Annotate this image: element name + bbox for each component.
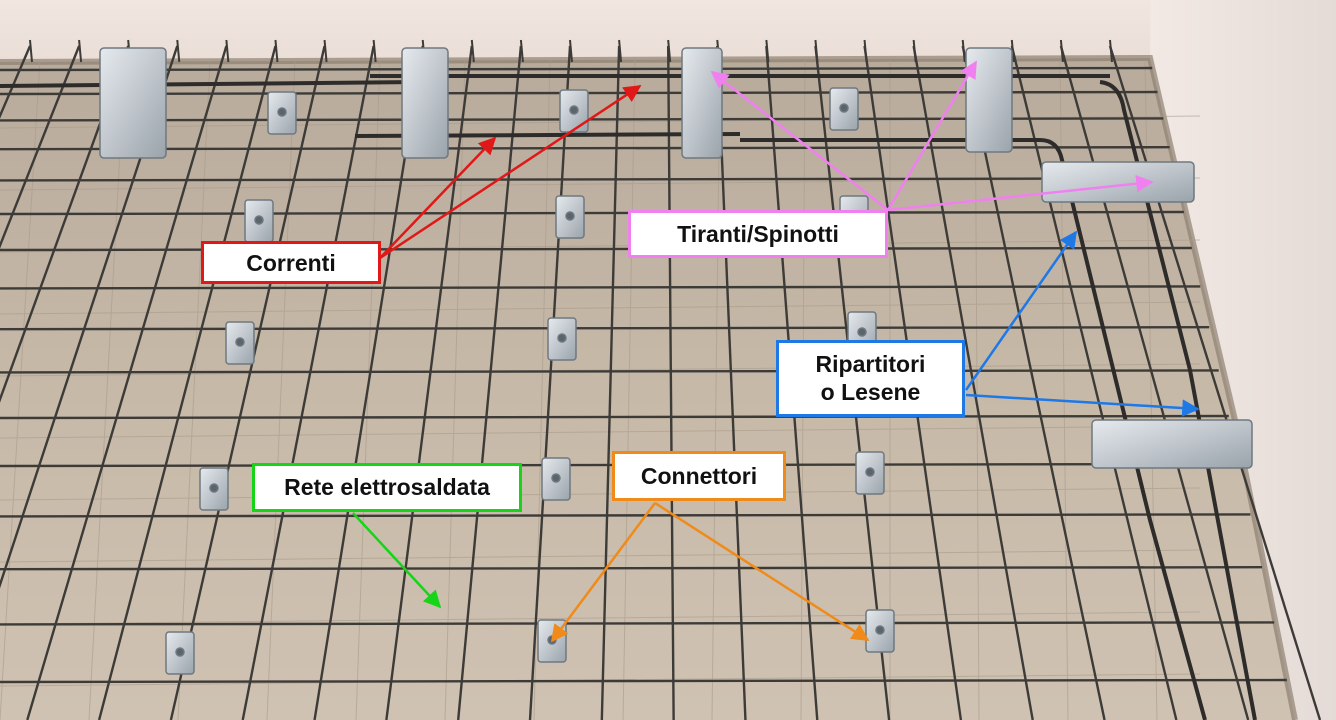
label-connettori-text: Connettori — [640, 463, 758, 489]
label-rete-text: Rete elettrosaldata — [284, 474, 490, 500]
label-ripartitori-line-2: o Lesene — [820, 379, 921, 405]
label-rete: Rete elettrosaldata — [252, 463, 522, 512]
label-correnti: Correnti — [201, 241, 381, 284]
slab-seams — [0, 59, 1201, 720]
right-wall — [1150, 0, 1336, 720]
concrete-slab — [0, 58, 1295, 720]
label-ripartitori-line-1: Ripartitori — [815, 351, 926, 377]
label-connettori: Connettori — [612, 451, 786, 501]
label-tiranti-text: Tiranti/Spinotti — [677, 221, 839, 247]
label-tiranti: Tiranti/Spinotti — [628, 210, 888, 258]
label-ripartitori: Ripartitori o Lesene — [776, 340, 965, 417]
label-correnti-text: Correnti — [246, 250, 336, 276]
